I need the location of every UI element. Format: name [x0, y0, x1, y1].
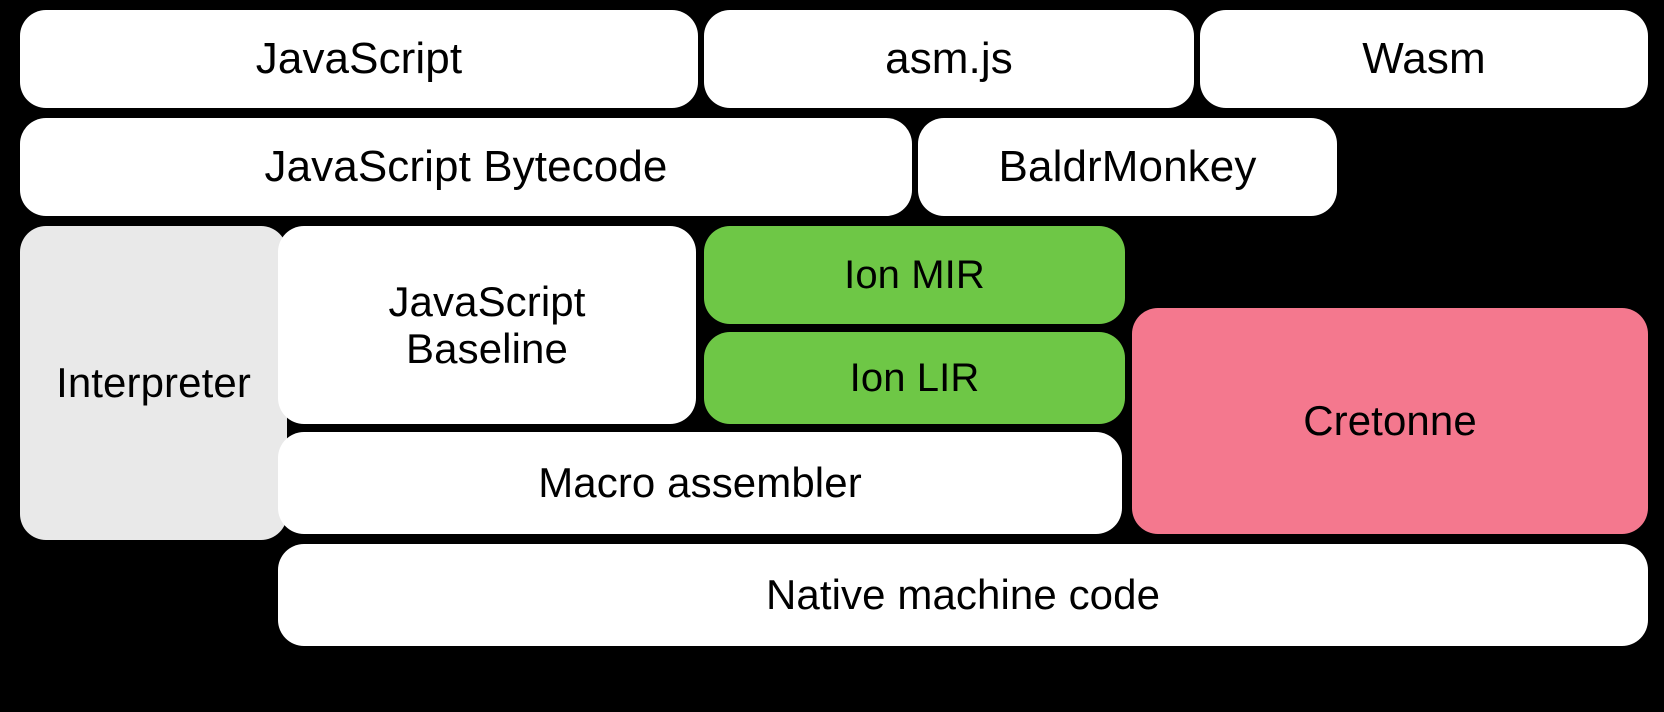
node-label-javascript: JavaScript [255, 34, 463, 84]
node-label-baldrmonkey: BaldrMonkey [998, 142, 1257, 192]
node-macro-assembler[interactable]: Macro assembler [278, 432, 1122, 534]
node-label-wasm: Wasm [1362, 34, 1486, 84]
node-javascript-bytecode[interactable]: JavaScript Bytecode [20, 118, 912, 216]
node-label-interpreter: Interpreter [56, 359, 251, 407]
node-javascript-baseline[interactable]: JavaScript Baseline [278, 226, 696, 424]
node-interpreter[interactable]: Interpreter [20, 226, 287, 540]
node-cretonne[interactable]: Cretonne [1132, 308, 1648, 534]
node-label-native-machine-code: Native machine code [765, 571, 1161, 619]
node-label-macro-assembler: Macro assembler [538, 459, 862, 507]
node-label-javascript-bytecode: JavaScript Bytecode [264, 142, 668, 192]
node-native-machine-code[interactable]: Native machine code [278, 544, 1648, 646]
node-baldrmonkey[interactable]: BaldrMonkey [918, 118, 1337, 216]
node-label-ion-lir: Ion LIR [849, 355, 980, 400]
node-label-javascript-baseline: JavaScript Baseline [388, 277, 586, 372]
node-ion-lir[interactable]: Ion LIR [704, 332, 1125, 424]
node-ion-mir[interactable]: Ion MIR [704, 226, 1125, 324]
node-label-asmjs: asm.js [885, 34, 1013, 84]
node-label-ion-mir: Ion MIR [844, 252, 985, 297]
node-wasm[interactable]: Wasm [1200, 10, 1648, 108]
node-label-cretonne: Cretonne [1303, 397, 1477, 445]
node-asmjs[interactable]: asm.js [704, 10, 1194, 108]
node-javascript[interactable]: JavaScript [20, 10, 698, 108]
